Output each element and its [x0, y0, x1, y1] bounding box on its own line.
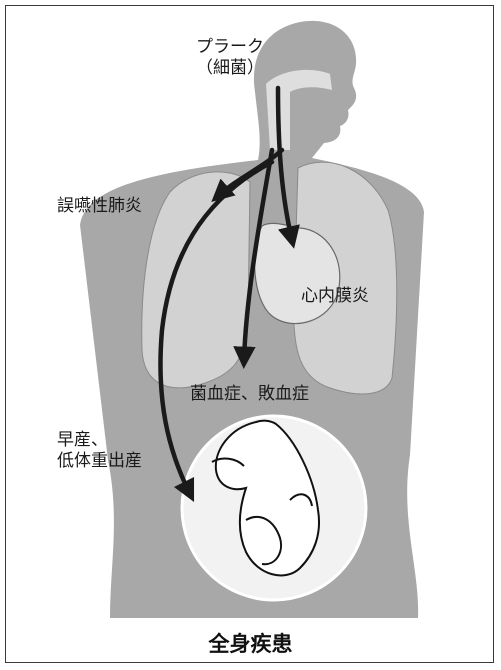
- sepsis-label: 菌血症、敗血症: [190, 384, 309, 405]
- diagram-caption: 全身疾患: [0, 628, 501, 658]
- plaque-label-line1: プラーク: [196, 37, 264, 58]
- plaque-label: プラーク （細菌）: [196, 37, 264, 80]
- preterm-label-line1: 早産、: [57, 430, 142, 451]
- preterm-label: 早産、 低体重出産: [57, 430, 142, 473]
- preterm-label-line2: 低体重出産: [57, 451, 142, 472]
- pneumonia-label: 誤嚥性肺炎: [57, 196, 142, 217]
- endocarditis-label: 心内膜炎: [301, 286, 369, 307]
- plaque-label-line2: （細菌）: [196, 58, 264, 79]
